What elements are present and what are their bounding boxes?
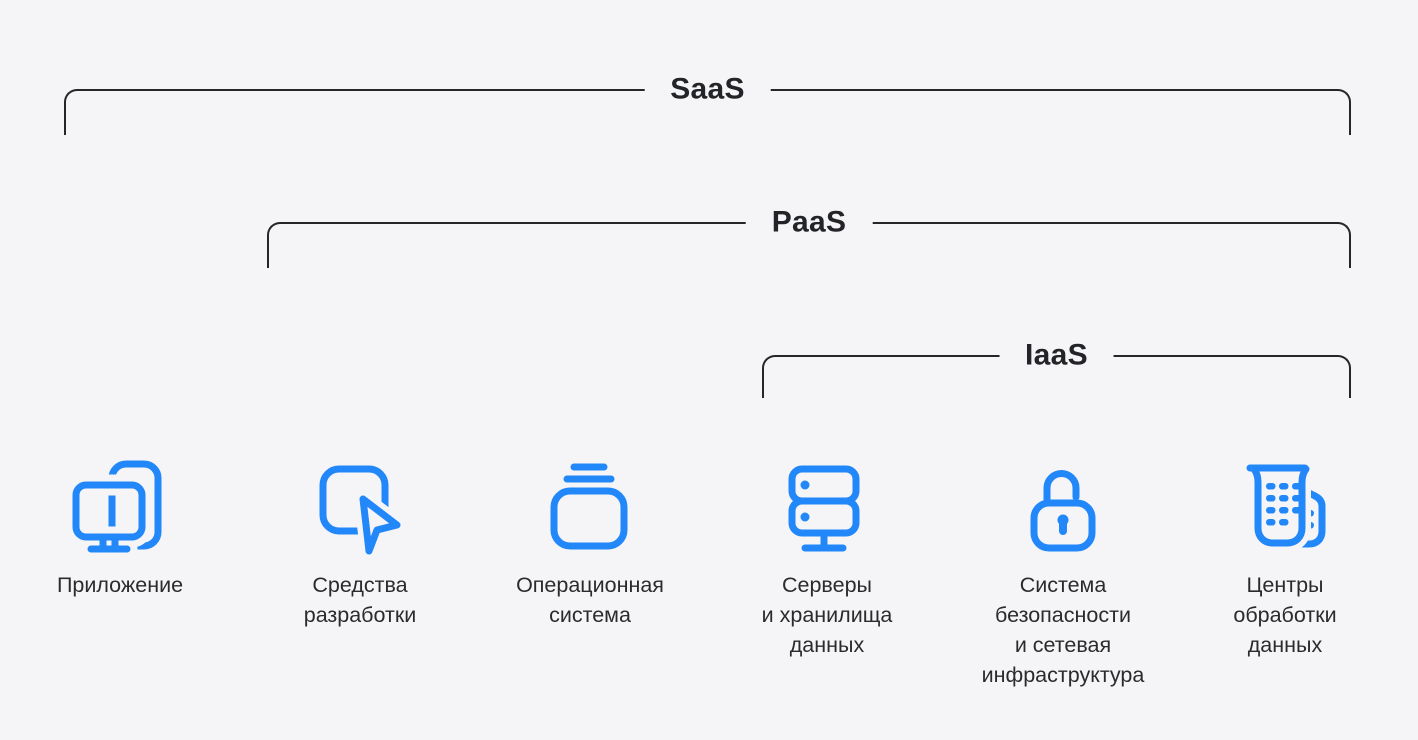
paas-label: PaaS — [745, 205, 873, 240]
layer-dev-tools-label: Средства разработки — [303, 573, 417, 627]
cursor-icon — [319, 465, 406, 558]
layer-os-label: Операционная система — [516, 573, 664, 627]
iaas-bracket: IaaS — [762, 338, 1351, 398]
layer-application: Приложение — [0, 458, 240, 600]
layer-dev-tools: Средства разработки — [240, 458, 480, 630]
layer-datacenter-label: Центры обработки данных — [1233, 573, 1337, 657]
layer-application-label: Приложение — [56, 573, 184, 597]
iaas-label: IaaS — [999, 338, 1114, 373]
saas-label: SaaS — [644, 72, 771, 107]
server-icon — [788, 465, 860, 552]
layer-servers: Серверы и хранилища данных — [707, 458, 947, 660]
lock-icon — [1030, 470, 1096, 552]
devices-icon — [70, 460, 162, 558]
saas-bracket: SaaS — [64, 72, 1351, 135]
layer-servers-label: Серверы и хранилища данных — [761, 573, 893, 657]
os-layers-icon — [550, 463, 628, 550]
data-center-icon — [1245, 460, 1326, 552]
layer-security-label: Система безопасности и сетевая инфрастру… — [981, 573, 1145, 687]
paas-bracket: PaaS — [267, 205, 1351, 268]
layer-security: Система безопасности и сетевая инфрастру… — [943, 458, 1183, 690]
layer-os: Операционная система — [470, 458, 710, 630]
layer-datacenter: Центры обработки данных — [1165, 458, 1405, 660]
